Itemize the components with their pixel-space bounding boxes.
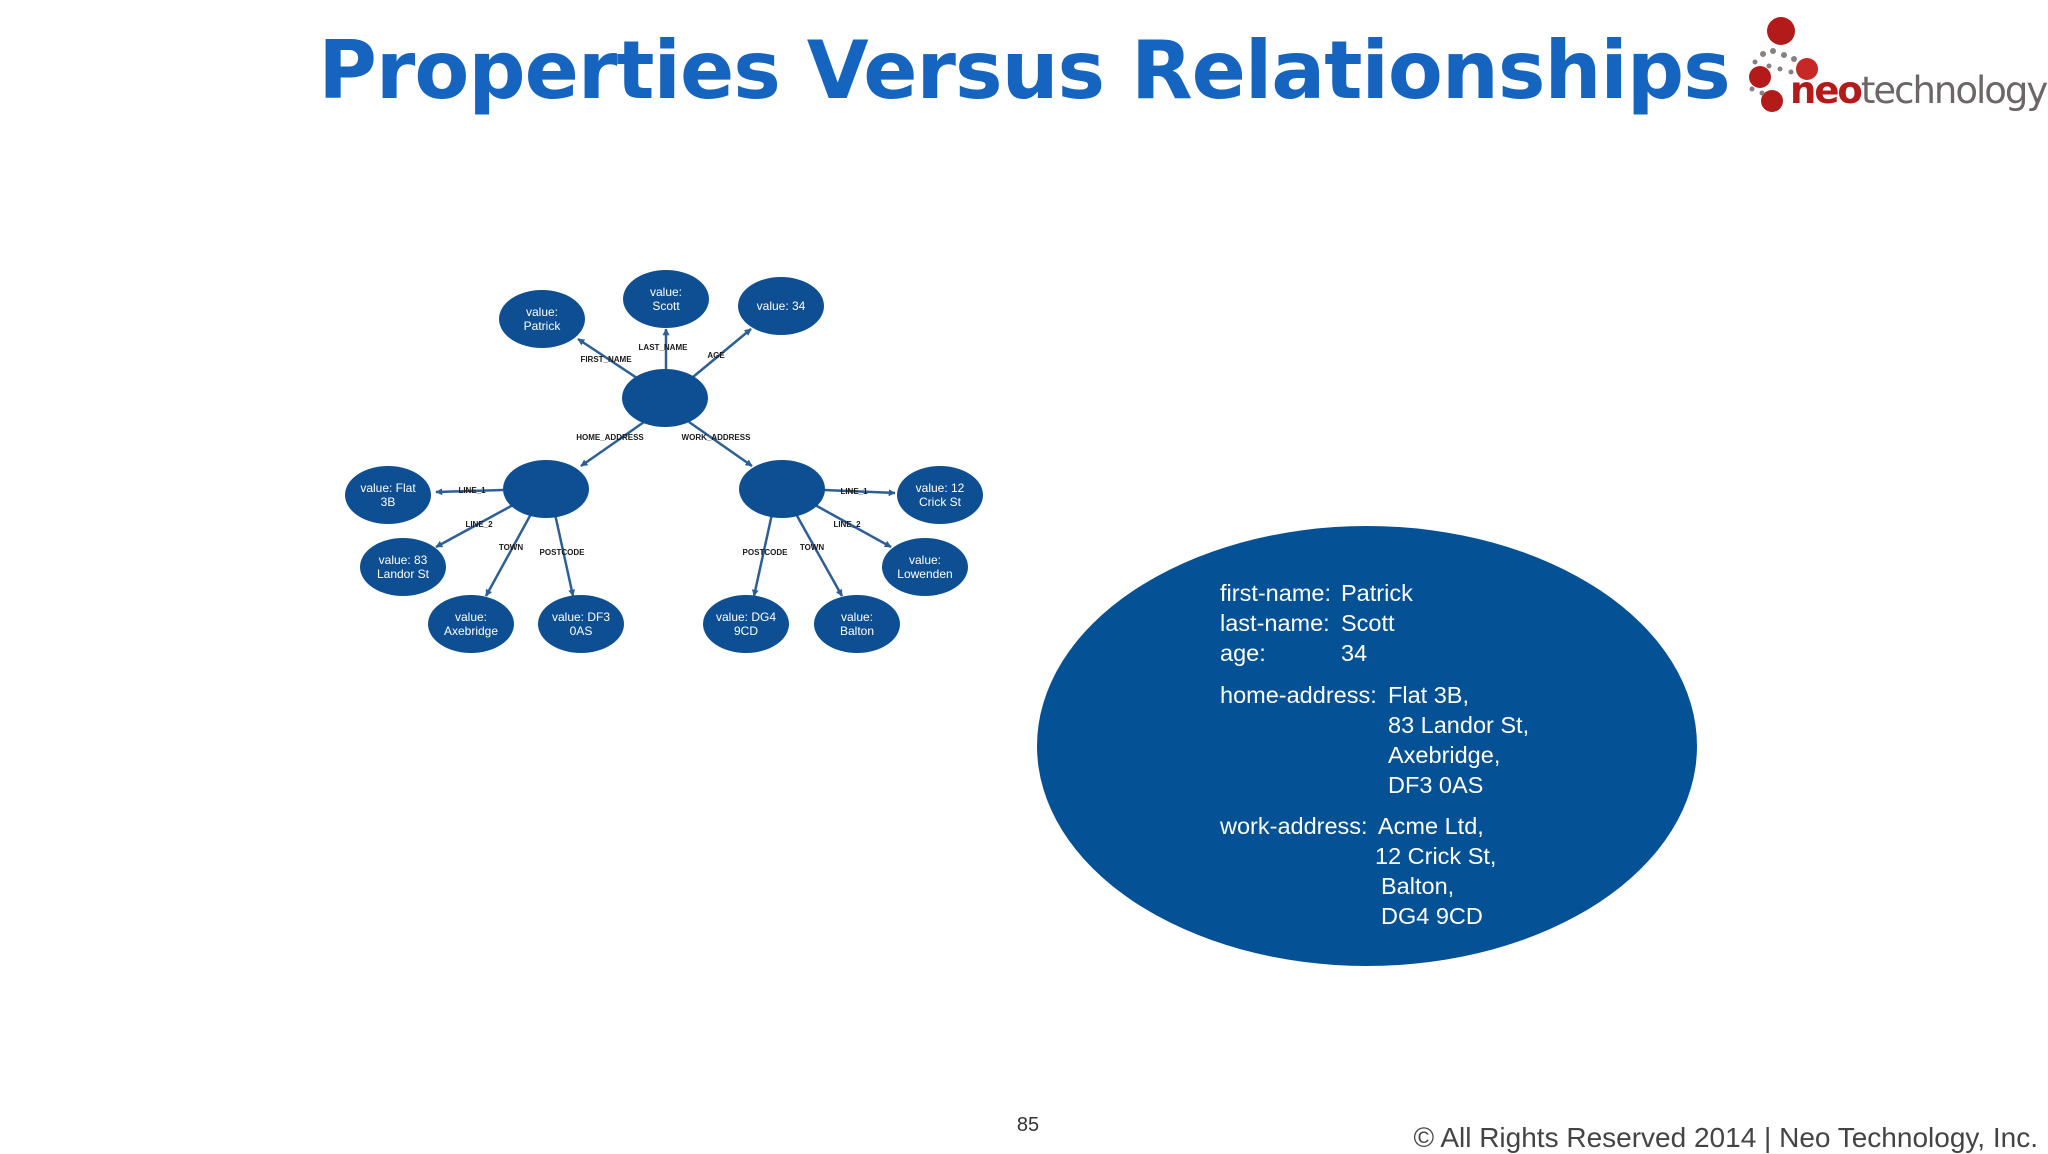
edge-label-last-name: LAST_NAME <box>639 343 689 352</box>
node-crick: value: 12 Crick St <box>897 466 983 524</box>
edge-label-home-line-1: LINE_1 <box>458 486 486 495</box>
logo-technology: technology <box>1860 69 2048 112</box>
node-axebridge: value: Axebridge <box>428 595 514 653</box>
edge-work-line-1 <box>823 488 896 497</box>
edge-work-postcode <box>751 513 774 597</box>
node-last-name: value: Scott <box>623 270 709 328</box>
work-address-line: 12 Crick St, <box>1375 843 1497 869</box>
page-number: 85 <box>1016 1114 1040 1136</box>
node-label-line-2: 9CD <box>734 624 758 638</box>
node-label-line-1: value: DF3 <box>552 610 610 624</box>
node-first-name: value: Patrick <box>499 290 585 348</box>
neo-technology-logo: neotechnology <box>1740 14 2048 124</box>
edge-home-line-1 <box>435 488 504 496</box>
logo-wordmark: neotechnology <box>1790 69 2048 112</box>
node-flat: value: Flat 3B <box>345 466 431 524</box>
edge-label-home-postcode: POSTCODE <box>540 548 586 557</box>
node-label-line-1: value: 12 <box>916 481 965 495</box>
logo-dots-icon <box>1749 17 1818 112</box>
node-label-line-1: value: <box>909 553 941 567</box>
slide-title: Properties Versus Relationships <box>318 24 1730 117</box>
work-address-key: work-address: <box>1220 813 1368 839</box>
copyright-notice: © All Rights Reserved 2014 | Neo Technol… <box>1413 1122 2038 1153</box>
node-label-line-2: Scott <box>652 299 680 313</box>
edge-label-work-line-1: LINE_1 <box>840 487 868 496</box>
edge-age <box>692 328 752 378</box>
age-value: 34 <box>1341 640 1368 666</box>
node-label-line-2: 3B <box>381 495 396 509</box>
first-name-value: Patrick <box>1341 580 1413 606</box>
edge-label-home-town: TOWN <box>499 543 524 552</box>
edge-label-age: AGE <box>707 351 725 360</box>
edge-work-line-2 <box>814 503 892 549</box>
node-balton: value: Balton <box>814 595 900 653</box>
edge-home-line-2 <box>435 503 514 549</box>
edge-home-town <box>484 513 533 597</box>
home-address-line: 83 Landor St, <box>1388 712 1530 738</box>
edge-first-name <box>577 337 638 380</box>
node-label-line-2: Lowenden <box>897 567 952 581</box>
node-label-line-1: value: DG4 <box>716 610 776 624</box>
edge-label-home-line-2: LINE_2 <box>465 520 493 529</box>
home-address-line: Flat 3B, <box>1388 682 1469 708</box>
node-label-line-2: Balton <box>840 624 874 638</box>
node-label-line-1: value: <box>526 305 558 319</box>
node-label-line-1: value: Flat <box>360 481 416 495</box>
work-address-line: Acme Ltd, <box>1378 813 1484 839</box>
edge-label-home-address: HOME_ADDRESS <box>576 433 644 442</box>
node-label-line-1: value: 83 <box>379 553 428 567</box>
home-address-line: DF3 0AS <box>1388 772 1484 798</box>
properties-node <box>1037 526 1697 966</box>
node-person <box>622 369 708 427</box>
node-label-line-1: value: 34 <box>757 299 806 313</box>
edge-label-work-address: WORK_ADDRESS <box>682 433 752 442</box>
node-df3: value: DF3 0AS <box>538 595 624 653</box>
node-label-line-1: value: <box>455 610 487 624</box>
node-label-line-2: Crick St <box>919 495 962 509</box>
home-address-key: home-address: <box>1220 682 1377 708</box>
node-label-line-1: value: <box>841 610 873 624</box>
edge-label-work-town: TOWN <box>800 543 825 552</box>
edge-work-address <box>688 420 753 468</box>
work-address-line: DG4 9CD <box>1381 903 1483 929</box>
edge-label-first-name: FIRST_NAME <box>580 355 632 364</box>
edge-home-postcode <box>553 513 576 597</box>
last-name-key: last-name: <box>1220 610 1330 636</box>
node-label-line-2: 0AS <box>570 624 593 638</box>
edge-work-town <box>794 513 844 597</box>
node-age: value: 34 <box>738 277 824 335</box>
node-label-line-2: Landor St <box>377 567 430 581</box>
edge-label-work-postcode: POSTCODE <box>743 548 789 557</box>
edge-label-work-line-2: LINE_2 <box>833 520 861 529</box>
node-label-line-2: Axebridge <box>444 624 498 638</box>
node-dg4: value: DG4 9CD <box>703 595 789 653</box>
last-name-value: Scott <box>1341 610 1395 636</box>
home-address-line: Axebridge, <box>1388 742 1501 768</box>
node-home-address <box>503 460 589 518</box>
logo-neo: neo <box>1790 69 1863 112</box>
graph-diagram: FIRST_NAME LAST_NAME AGE HOME_ADDRESS WO… <box>345 270 983 653</box>
age-key: age: <box>1220 640 1266 666</box>
node-work-address <box>739 460 825 518</box>
node-lowenden: value: Lowenden <box>882 538 968 596</box>
first-name-key: first-name: <box>1220 580 1331 606</box>
edge-home-address <box>580 420 645 468</box>
node-label-line-2: Patrick <box>524 319 562 333</box>
node-landor: value: 83 Landor St <box>360 538 446 596</box>
node-label-line-1: value: <box>650 285 682 299</box>
work-address-line: Balton, <box>1381 873 1455 899</box>
